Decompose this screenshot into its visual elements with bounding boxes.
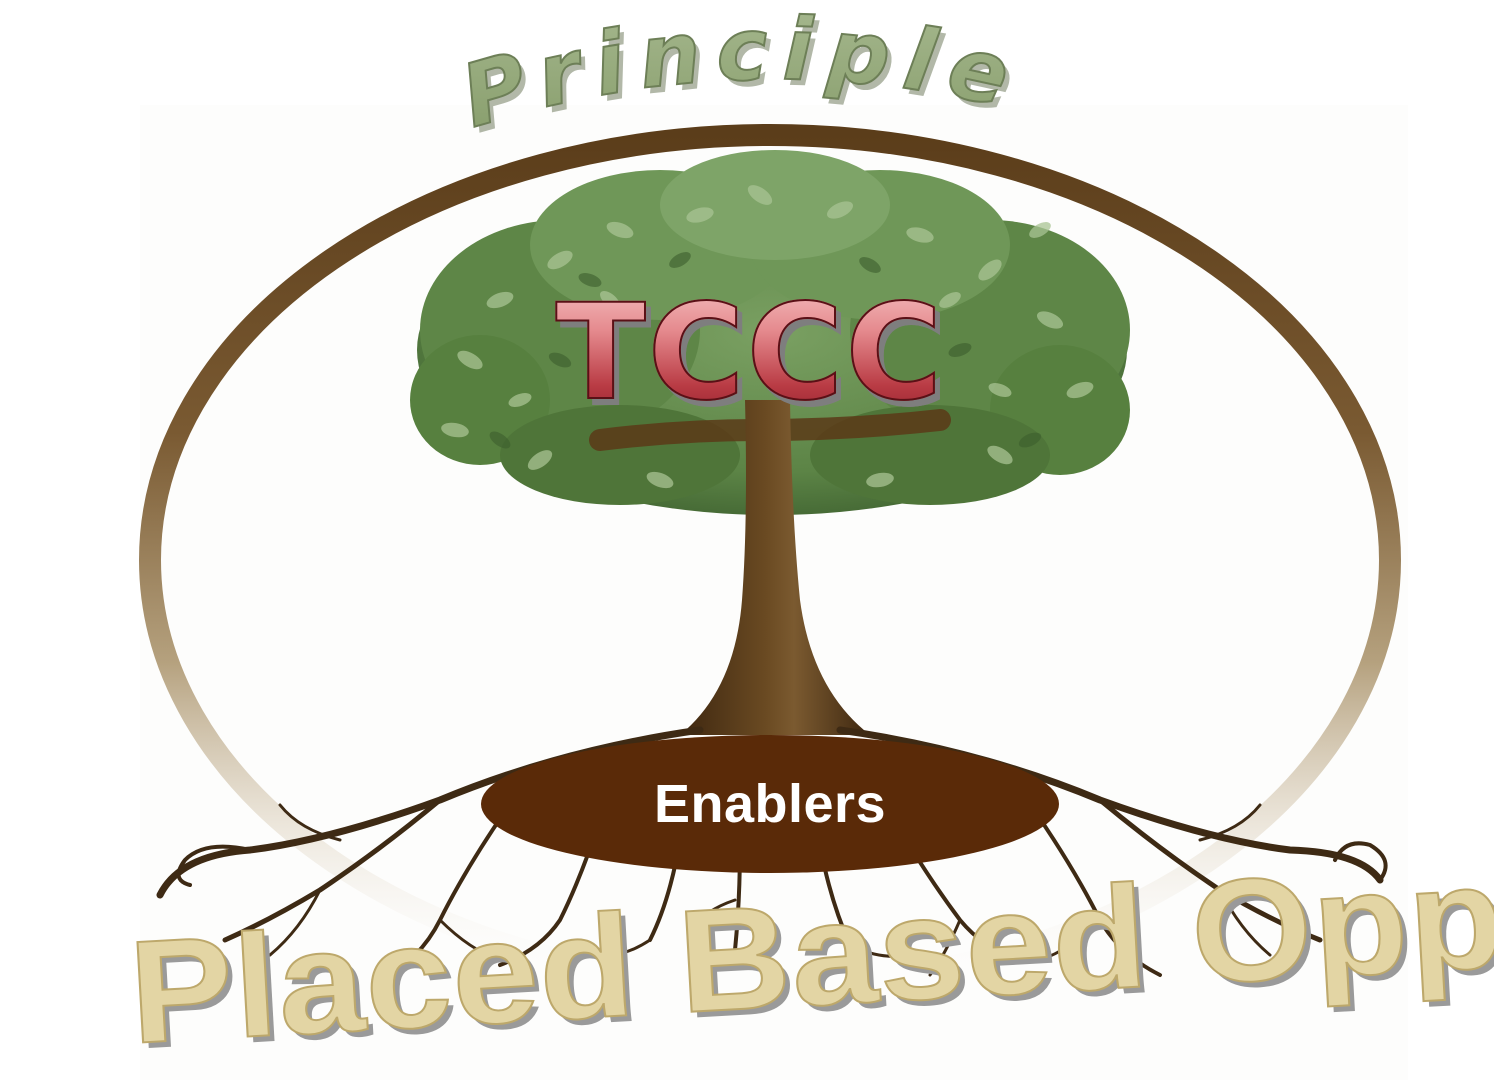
tree-canopy <box>410 150 1130 515</box>
center-label: TCCC <box>500 277 1000 429</box>
ring-outline <box>139 124 1401 996</box>
tree-trunk <box>680 400 870 735</box>
enablers-label: Enablers <box>653 774 887 834</box>
principles-label-text: Principles <box>0 0 1032 147</box>
enablers-oval: Enablers <box>481 735 1059 873</box>
